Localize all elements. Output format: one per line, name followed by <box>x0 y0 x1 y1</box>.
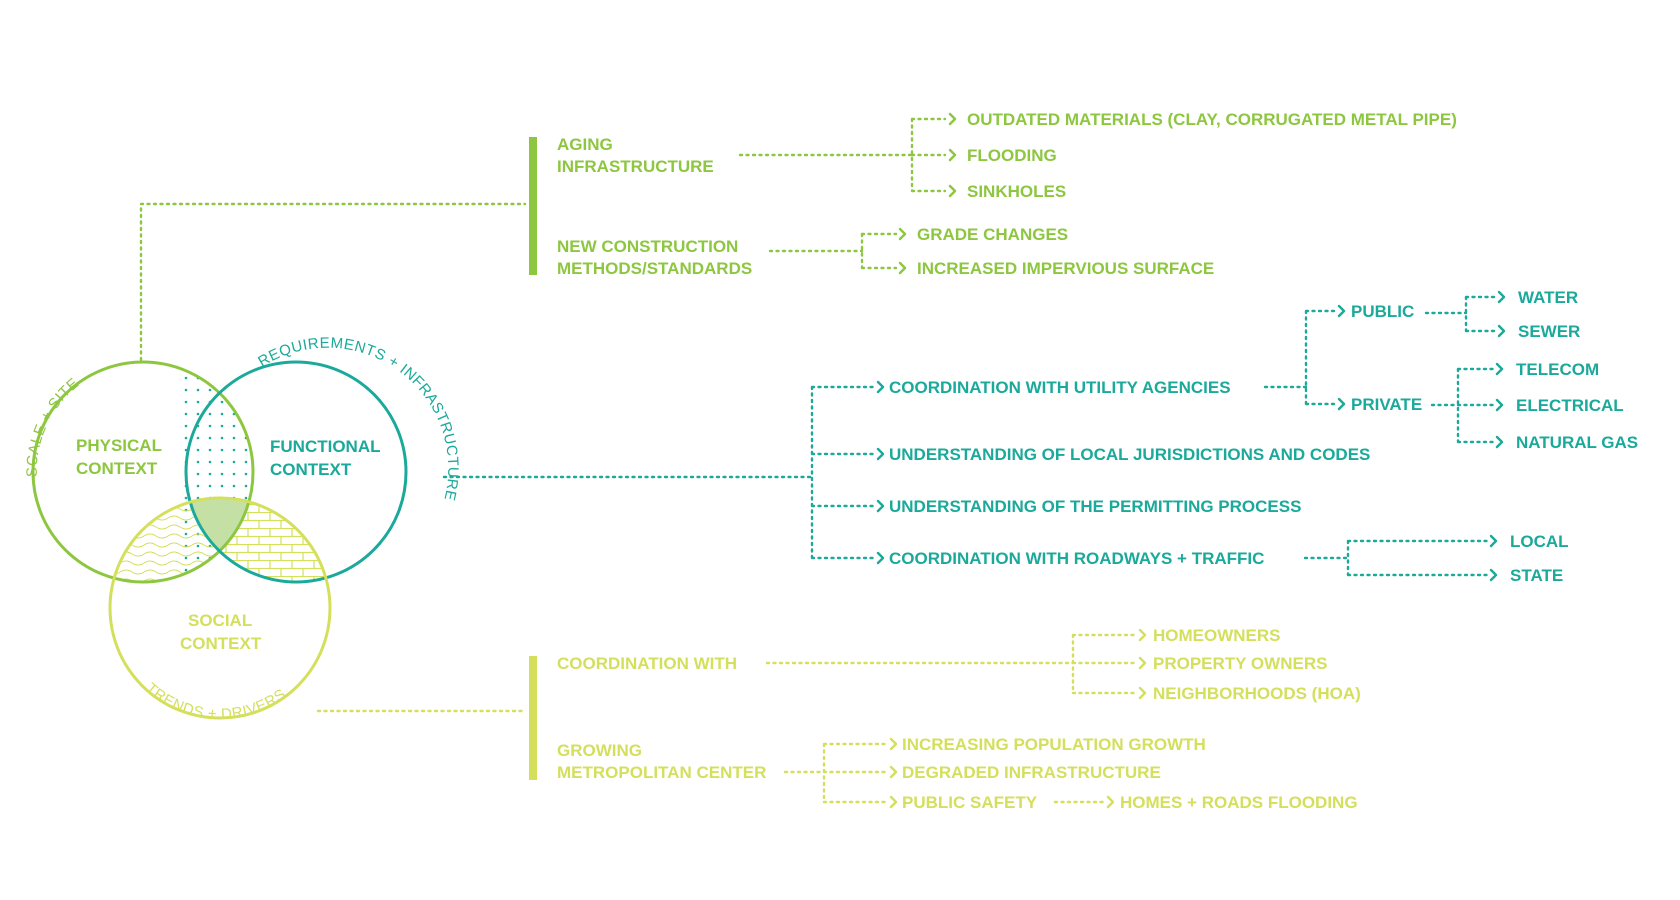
utility-connector <box>1263 309 1337 406</box>
safety-arrow <box>1106 795 1115 809</box>
growing-label-1: GROWING <box>557 741 642 760</box>
newcon-item-grade: GRADE CHANGES <box>917 225 1068 244</box>
aging-connector <box>738 117 947 193</box>
coord-item-homeowners: HOMEOWNERS <box>1153 626 1281 645</box>
growing-item-degraded: DEGRADED INFRASTRUCTURE <box>902 763 1161 782</box>
coord-label: COORDINATION WITH <box>557 654 737 673</box>
aging-label-1: AGING <box>557 135 613 154</box>
growing-item-safety: PUBLIC SAFETY <box>902 793 1038 812</box>
newcon-label-2: METHODS/STANDARDS <box>557 259 752 278</box>
roadways-connector <box>1303 539 1490 577</box>
physical-label-1: PHYSICAL <box>76 436 162 455</box>
growing-item-population: INCREASING POPULATION GROWTH <box>902 735 1206 754</box>
aging-label-2: INFRASTRUCTURE <box>557 157 714 176</box>
social-bar <box>529 656 537 780</box>
social-label-2: CONTEXT <box>180 634 262 653</box>
road-item-local: LOCAL <box>1510 532 1569 551</box>
private-item-electrical: ELECTRICAL <box>1516 396 1624 415</box>
functional-item-roadways: COORDINATION WITH ROADWAYS + TRAFFIC <box>889 549 1264 568</box>
roadways-arrows <box>1489 534 1498 582</box>
physical-bar <box>529 137 537 275</box>
aging-item-flooding: FLOODING <box>967 146 1057 165</box>
growing-arrows <box>889 737 898 809</box>
functional-item-permitting: UNDERSTANDING OF THE PERMITTING PROCESS <box>889 497 1301 516</box>
functional-connector <box>442 385 877 560</box>
social-circle <box>108 496 332 720</box>
public-item-water: WATER <box>1518 288 1578 307</box>
private-arrows <box>1495 362 1504 449</box>
road-item-state: STATE <box>1510 566 1563 585</box>
social-branch <box>316 628 1147 809</box>
arc-trends-drivers: TRENDS + DRIVERS <box>143 680 290 723</box>
arc-scale-site: SCALE + SITE <box>24 375 83 478</box>
physical-connector <box>139 202 527 362</box>
safety-item-flooding: HOMES + ROADS FLOODING <box>1120 793 1358 812</box>
aging-arrows <box>948 112 957 198</box>
private-item-telecom: TELECOM <box>1516 360 1599 379</box>
aging-item-sinkholes: SINKHOLES <box>967 182 1066 201</box>
public-label: PUBLIC <box>1351 302 1414 321</box>
public-arrows <box>1497 290 1506 338</box>
social-label-1: SOCIAL <box>188 611 252 630</box>
physical-label-2: CONTEXT <box>76 459 158 478</box>
coord-connector <box>765 633 1139 695</box>
growing-connector <box>783 742 890 804</box>
newcon-item-impervious: INCREASED IMPERVIOUS SURFACE <box>917 259 1214 278</box>
newcon-arrows <box>898 227 907 275</box>
physical-circle <box>31 360 255 584</box>
utility-arrows <box>1337 304 1346 411</box>
functional-branch <box>442 290 1506 582</box>
functional-item-jurisdictions: UNDERSTANDING OF LOCAL JURISDICTIONS AND… <box>889 445 1370 464</box>
private-connector <box>1430 367 1496 444</box>
coord-arrows <box>1138 628 1147 700</box>
public-item-sewer: SEWER <box>1518 322 1580 341</box>
physical-branch <box>139 112 957 362</box>
functional-label-2: CONTEXT <box>270 460 352 479</box>
coord-item-hoa: NEIGHBORHOODS (HOA) <box>1153 684 1361 703</box>
private-item-gas: NATURAL GAS <box>1516 433 1638 452</box>
aging-item-materials: OUTDATED MATERIALS (CLAY, CORRUGATED MET… <box>967 110 1457 129</box>
newcon-label-1: NEW CONSTRUCTION <box>557 237 738 256</box>
functional-arrows <box>876 380 885 565</box>
functional-circle <box>184 360 408 584</box>
growing-label-2: METROPOLITAN CENTER <box>557 763 766 782</box>
functional-item-utility: COORDINATION WITH UTILITY AGENCIES <box>889 378 1231 397</box>
newcon-connector <box>768 232 898 270</box>
public-connector <box>1424 295 1497 333</box>
private-label: PRIVATE <box>1351 395 1422 414</box>
coord-item-property: PROPERTY OWNERS <box>1153 654 1327 673</box>
functional-label-1: FUNCTIONAL <box>270 437 380 456</box>
